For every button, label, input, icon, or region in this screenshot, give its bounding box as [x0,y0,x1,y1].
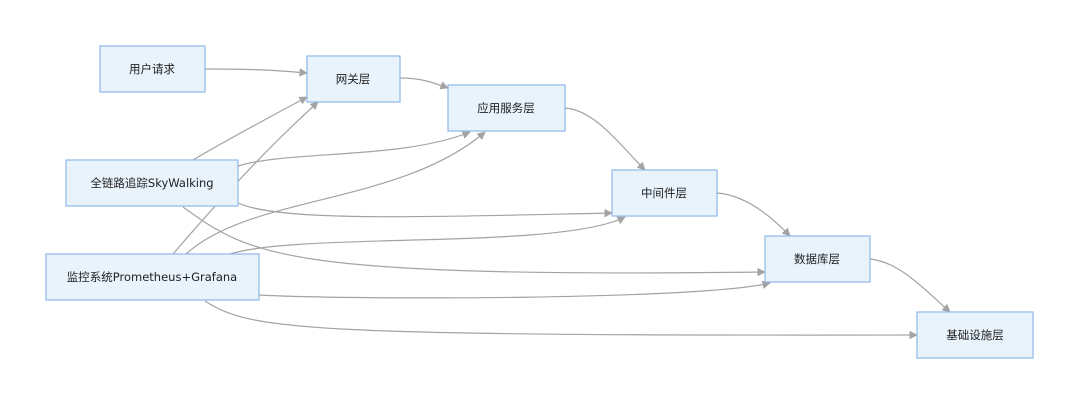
node-monitoring[interactable]: 监控系统Prometheus+Grafana [45,253,260,301]
node-app-service[interactable]: 应用服务层 [447,84,566,132]
edge-app-service-to-middleware [564,107,646,171]
edge-user-request-to-gateway [204,68,308,77]
edge-database-to-infrastructure [869,258,951,313]
node-gateway-label: 网关层 [336,72,371,86]
node-database-label: 数据库层 [794,252,840,266]
edges [172,68,951,340]
node-gateway[interactable]: 网关层 [306,55,401,103]
edge-monitoring-to-database [258,280,771,299]
node-user-request-label: 用户请求 [129,62,175,76]
node-middleware[interactable]: 中间件层 [611,169,718,217]
edge-tracing-to-database [182,206,766,277]
node-user-request[interactable]: 用户请求 [99,45,206,93]
node-monitoring-label: 监控系统Prometheus+Grafana [67,270,237,284]
edge-middleware-to-database [716,192,791,237]
node-infrastructure[interactable]: 基础设施层 [916,311,1034,359]
node-infrastructure-label: 基础设施层 [946,328,1004,342]
edge-tracing-to-middleware [237,202,613,218]
edge-monitoring-to-infrastructure [204,300,918,340]
node-middleware-label: 中间件层 [641,186,687,200]
node-tracing-label: 全链路追踪SkyWalking [90,176,213,190]
node-app-service-label: 应用服务层 [477,101,535,115]
node-database[interactable]: 数据库层 [764,235,871,283]
edge-monitoring-to-app-service [185,131,486,255]
edge-tracing-to-app-service [237,130,471,167]
edge-monitoring-to-middleware [229,216,626,255]
edge-tracing-to-gateway [192,96,308,161]
edge-monitoring-to-gateway [172,101,319,255]
edge-gateway-to-app-service [399,77,449,90]
node-tracing[interactable]: 全链路追踪SkyWalking [65,159,239,207]
